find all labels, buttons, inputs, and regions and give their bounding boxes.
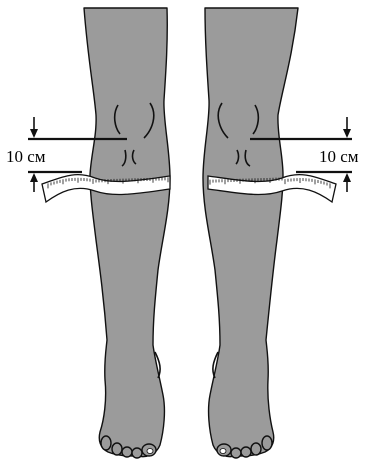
right-down-arrow-icon [343, 129, 351, 138]
right-leg [203, 8, 298, 458]
left-up-arrow-icon [30, 173, 38, 182]
left-down-arrow-icon [30, 129, 38, 138]
left-leg [84, 8, 170, 458]
left-leg-silhouette [84, 8, 170, 457]
left-measure-label: 10 см [6, 147, 46, 166]
right-measure-label: 10 см [319, 147, 359, 166]
right-up-arrow-icon [343, 173, 351, 182]
right-leg-silhouette [203, 8, 298, 457]
